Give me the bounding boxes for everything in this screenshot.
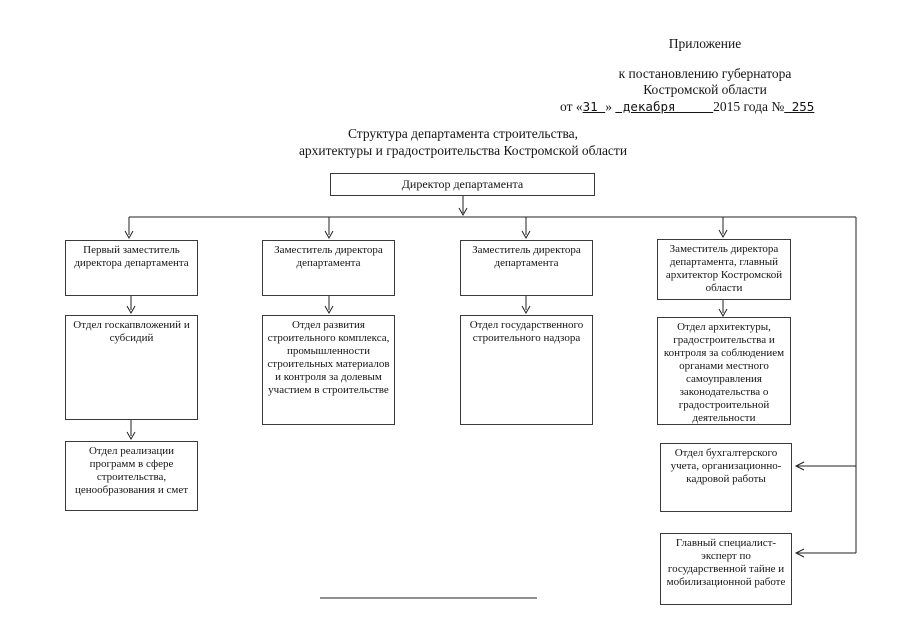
date-number: 255	[784, 99, 815, 114]
org-box-director: Директор департамента	[330, 173, 595, 196]
arrow-col1-row4	[126, 420, 136, 441]
date-prefix: от «	[560, 99, 583, 114]
page-title: Структура департамента строительства, ар…	[180, 125, 746, 159]
decree-date-line: от «31 » декабря 2015 года № 255	[560, 99, 890, 115]
arrow-col4-row3	[718, 300, 728, 318]
org-box-deputy-chief-architect: Заместитель директора департамента, глав…	[657, 239, 791, 300]
date-month: декабря	[615, 99, 714, 114]
arrow-col2-row3	[324, 296, 334, 315]
page-title-line-1: Структура департамента строительства,	[347, 126, 579, 141]
org-box-state-supervision: Отдел государственного строительного над…	[460, 315, 593, 425]
org-box-chief-specialist: Главный специалист-эксперт по государств…	[660, 533, 792, 605]
org-box-construction-development: Отдел развития строительного комплекса, …	[262, 315, 395, 425]
org-box-accounting: Отдел бухгалтерского учета, организацион…	[660, 443, 792, 512]
arrow-director-to-bus	[458, 196, 468, 217]
appendix-label: Приложение	[668, 36, 742, 51]
decree-line-2: Костромской области	[643, 82, 767, 97]
arrow-bus-col1	[124, 217, 134, 240]
arrow-col1-row3	[126, 296, 136, 315]
org-box-first-deputy: Первый заместитель директора департамент…	[65, 240, 198, 296]
org-box-program-realization: Отдел реализации программ в сфере строит…	[65, 441, 198, 511]
page-title-line-2: архитектуры и градостроительства Костром…	[298, 143, 628, 158]
arrow-bus-col3	[521, 217, 531, 240]
org-box-deputy-2: Заместитель директора департамента	[262, 240, 395, 296]
date-day: 31	[582, 99, 606, 114]
date-year: 2015 года №	[713, 99, 785, 114]
decree-reference: к постановлению губернатора Костромской …	[565, 66, 845, 98]
org-box-deputy-3: Заместитель директора департамента	[460, 240, 593, 296]
arrow-to-specialist	[794, 548, 856, 558]
arrow-bus-col2	[324, 217, 334, 240]
org-box-capital-investments: Отдел госкапвложений и субсидий	[65, 315, 198, 420]
org-box-architecture-control: Отдел архитектуры, градостроительства и …	[657, 317, 791, 425]
decree-line-1: к постановлению губернатора	[618, 66, 792, 81]
arrow-to-accounting	[794, 461, 856, 471]
arrow-bus-col4	[718, 217, 728, 239]
date-quote-close: »	[605, 99, 616, 114]
arrow-col3-row3	[521, 296, 531, 315]
